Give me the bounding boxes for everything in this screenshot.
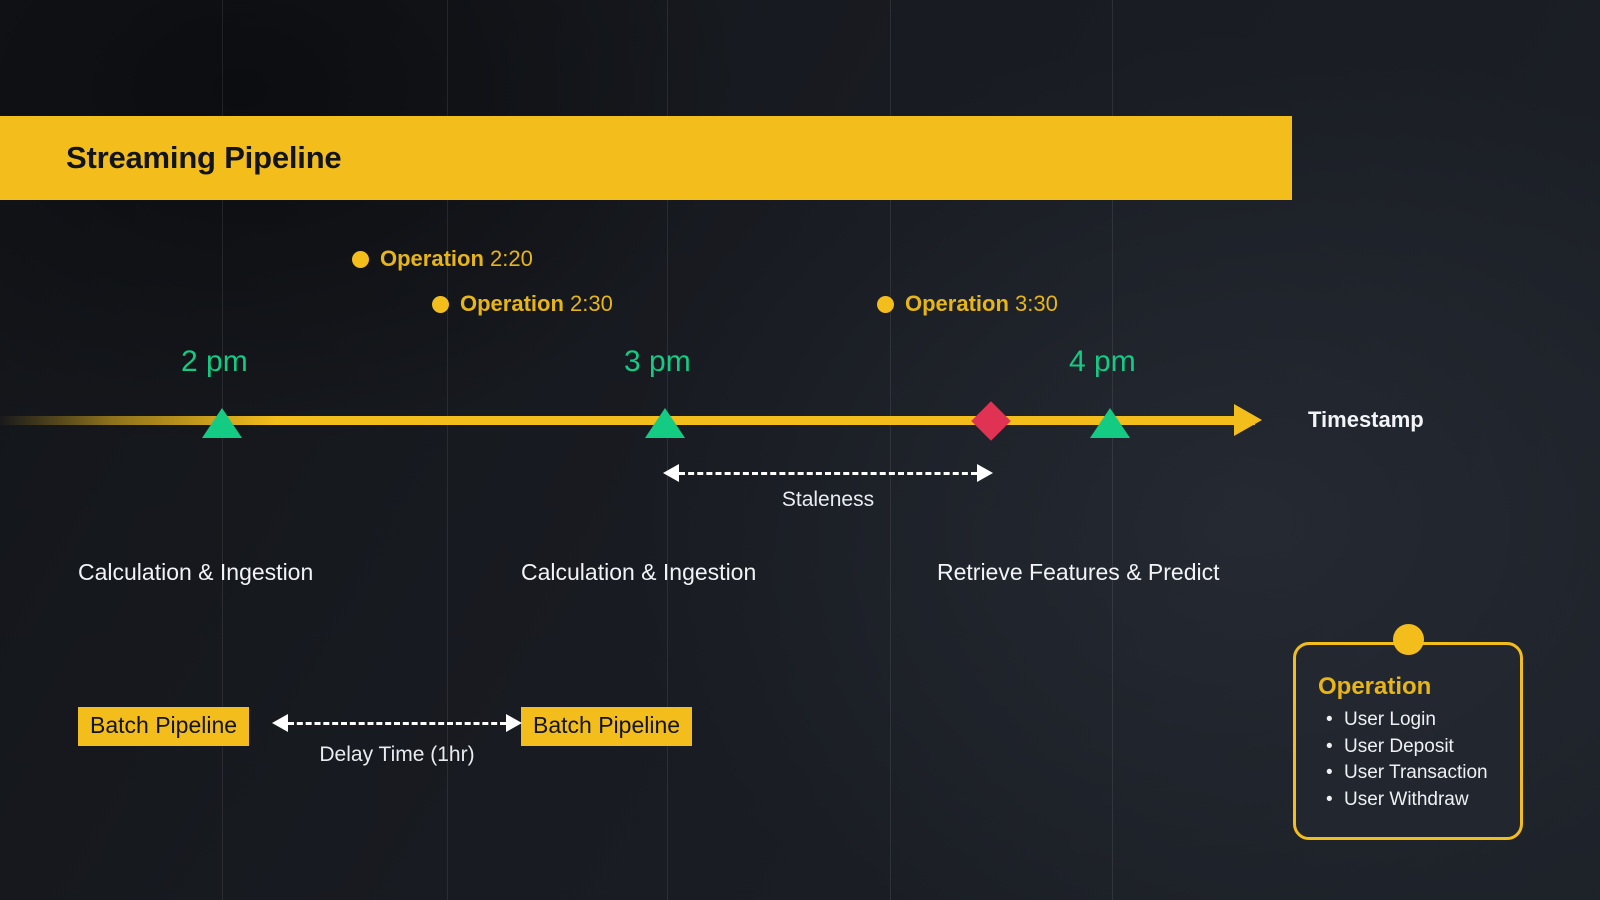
batch-pipeline-box-2: Batch Pipeline — [521, 707, 693, 746]
legend-item: User Deposit — [1326, 734, 1488, 761]
operation-230-label: Operation — [460, 291, 564, 316]
ingestion-marker-2pm — [202, 408, 242, 438]
legend-list: User Login User Deposit User Transaction… — [1322, 707, 1488, 813]
staleness-label: Staleness — [781, 488, 875, 511]
ingestion-marker-4pm — [1090, 408, 1130, 438]
delay-time-label: Delay Time (1hr) — [319, 743, 475, 766]
gridline — [667, 0, 668, 900]
gridline — [890, 0, 891, 900]
legend-item: User Login — [1326, 707, 1488, 734]
timeline-axis-label: Timestamp — [1308, 407, 1424, 432]
legend-item: User Withdraw — [1326, 787, 1488, 814]
operation-230-time: 2:30 — [570, 291, 613, 316]
batch-pipeline-box-1: Batch Pipeline — [78, 707, 250, 746]
stage-calculation-ingestion-1: Calculation & Ingestion — [78, 559, 314, 585]
header-banner: Streaming Pipeline — [0, 116, 1292, 200]
legend-item: User Transaction — [1326, 760, 1488, 787]
hour-label-4pm: 4 pm — [1069, 345, 1136, 378]
hour-label-2pm: 2 pm — [181, 345, 248, 378]
operation-dot-icon — [877, 295, 894, 313]
delay-dashed-line — [288, 722, 506, 725]
operation-330-time: 3:30 — [1015, 291, 1058, 316]
timeline-arrow-icon — [1234, 404, 1262, 436]
timeline-axis — [0, 416, 1255, 425]
delay-arrow-left-icon — [272, 714, 288, 732]
operation-220-time: 2:20 — [490, 246, 533, 271]
stage-retrieve-predict: Retrieve Features & Predict — [937, 559, 1220, 585]
staleness-indicator — [663, 462, 993, 486]
ingestion-marker-3pm — [645, 408, 685, 438]
legend-title: Operation — [1318, 673, 1432, 700]
staleness-dashed-line — [679, 472, 977, 475]
stage-calculation-ingestion-2: Calculation & Ingestion — [521, 559, 757, 585]
legend-pin-dot-icon — [1393, 624, 1424, 655]
operation-230: Operation 2:30 — [432, 291, 613, 317]
delay-arrow-right-icon — [506, 714, 522, 732]
gridline — [1112, 0, 1113, 900]
gridline — [222, 0, 223, 900]
gridline — [447, 0, 448, 900]
operation-230-text: Operation 2:30 — [460, 291, 613, 317]
delay-indicator — [272, 712, 522, 736]
staleness-arrow-right-icon — [977, 464, 993, 482]
operation-dot-icon — [352, 250, 369, 268]
operation-330-text: Operation 3:30 — [905, 291, 1058, 317]
page-title: Streaming Pipeline — [66, 140, 342, 175]
operation-220-label: Operation — [380, 246, 484, 271]
operation-330-label: Operation — [905, 291, 1009, 316]
staleness-arrow-left-icon — [663, 464, 679, 482]
hour-label-3pm: 3 pm — [624, 345, 691, 378]
predict-marker-330 — [971, 401, 1011, 441]
operation-330: Operation 3:30 — [877, 291, 1058, 317]
operation-220-text: Operation 2:20 — [380, 246, 533, 272]
operation-220: Operation 2:20 — [352, 246, 533, 272]
operation-legend-card: Operation User Login User Deposit User T… — [1293, 642, 1523, 840]
operation-dot-icon — [432, 295, 449, 313]
